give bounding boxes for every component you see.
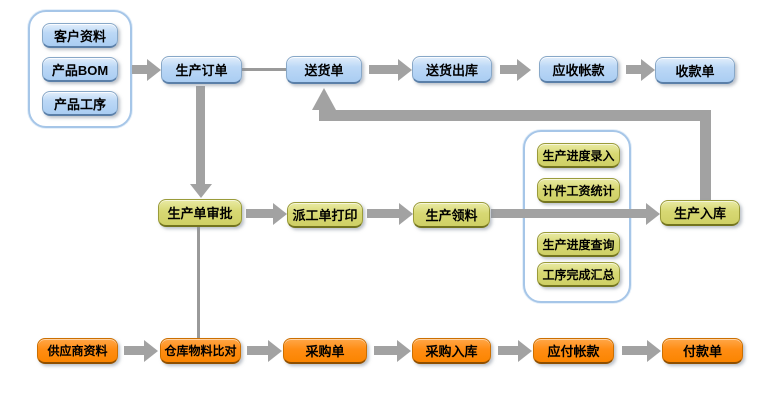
connector-production-order-to-delivery-note (242, 68, 286, 71)
node-purchase-order: 采购单 (283, 338, 367, 364)
node-production-material-requisition: 生产领料 (413, 202, 490, 228)
node-delivery-outbound: 送货出库 (412, 56, 492, 83)
arrow-delivery-outbound-to-accounts-receivable (500, 65, 517, 74)
node-production-inbound: 生产入库 (660, 200, 740, 226)
arrow-basedata-to-production-order (132, 65, 147, 74)
node-process-completion-summary: 工序完成汇总 (537, 262, 620, 287)
arrow-supplier-data-to-warehouse-comparison (124, 346, 144, 355)
feedback-segment-vertical-right (700, 110, 711, 201)
arrow-purchase-order-to-purchase-inbound (374, 346, 397, 355)
node-accounts-receivable: 应收帐款 (539, 56, 618, 83)
node-product-process: 产品工序 (42, 91, 118, 116)
arrow-warehouse-comparison-to-purchase-order (247, 346, 268, 355)
node-delivery-note: 送货单 (286, 56, 362, 84)
node-production-order: 生产订单 (161, 56, 242, 84)
node-production-order-approval: 生产单审批 (158, 199, 242, 227)
node-accounts-payable: 应付帐款 (533, 338, 614, 364)
arrow-approval-to-dispatch-print (246, 209, 273, 218)
node-customer-data: 客户资料 (42, 23, 118, 48)
node-payment-note: 付款单 (662, 338, 743, 364)
arrow-purchase-inbound-to-accounts-payable (498, 346, 518, 355)
node-purchase-inbound: 采购入库 (412, 338, 491, 364)
node-production-progress-entry: 生产进度录入 (537, 143, 620, 168)
arrow-accounts-payable-to-payment-note (622, 346, 647, 355)
node-supplier-data: 供应商资料 (37, 338, 118, 364)
connector-approval-to-warehouse-comparison (197, 227, 200, 338)
arrow-accounts-receivable-to-receipt-note (626, 65, 641, 74)
node-warehouse-material-comparison: 仓库物料比对 (160, 338, 241, 364)
arrow-material-requisition-to-production-inbound (491, 209, 646, 218)
node-work-dispatch-print: 派工单打印 (287, 202, 363, 228)
node-receipt-note: 收款单 (655, 57, 735, 84)
node-piecework-wage-statistics: 计件工资统计 (537, 178, 620, 203)
node-product-bom: 产品BOM (42, 57, 118, 82)
node-production-progress-query: 生产进度查询 (537, 232, 620, 257)
feedback-arrowhead-up-icon (312, 88, 336, 110)
arrow-production-order-to-approval (196, 86, 205, 184)
feedback-segment-horizontal (319, 110, 711, 121)
arrow-delivery-note-to-delivery-outbound (369, 65, 398, 74)
arrow-dispatch-print-to-material-requisition (367, 209, 399, 218)
